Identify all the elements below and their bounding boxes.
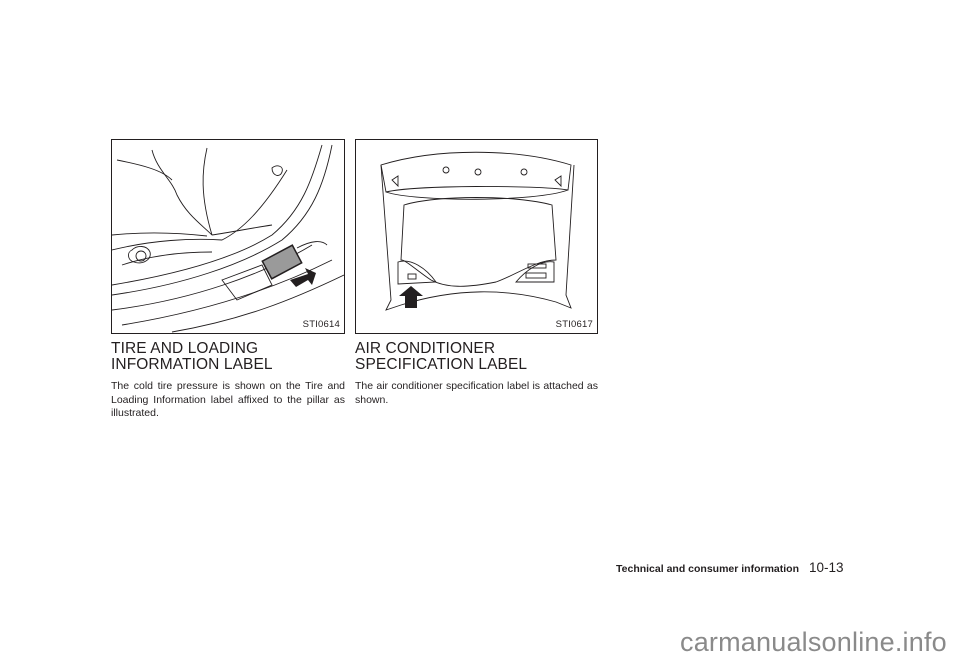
watermark: carmanualsonline.info [680,627,947,657]
page-footer: Technical and consumer information 10-13 [616,560,844,575]
figure-tire-label: STI0614 [111,139,345,334]
figure-ac-label: STI0617 [355,139,598,334]
section-heading: AIR CONDITIONER SPECIFICATION LABEL [355,340,528,373]
section-ac-label: AIR CONDITIONER SPECIFICATION LABEL The … [355,341,598,407]
figure-code: STI0614 [302,319,340,330]
section-heading: TIRE AND LOADING INFORMATION LABEL [111,340,273,373]
ac-label-illustration [380,151,575,311]
pointer-arrow-icon [399,286,423,308]
section-tire-label: TIRE AND LOADING INFORMATION LABEL The c… [111,341,345,421]
tire-label-illustration [112,144,344,333]
label-highlight [261,244,303,280]
footer-section-title: Technical and consumer information [616,563,800,575]
section-body: The cold tire pressure is shown on the T… [111,380,345,419]
figure-code: STI0617 [555,319,593,330]
page-number: 10-13 [809,560,844,575]
section-body: The air conditioner specification label … [355,380,598,406]
pointer-arrow-icon [290,268,316,287]
